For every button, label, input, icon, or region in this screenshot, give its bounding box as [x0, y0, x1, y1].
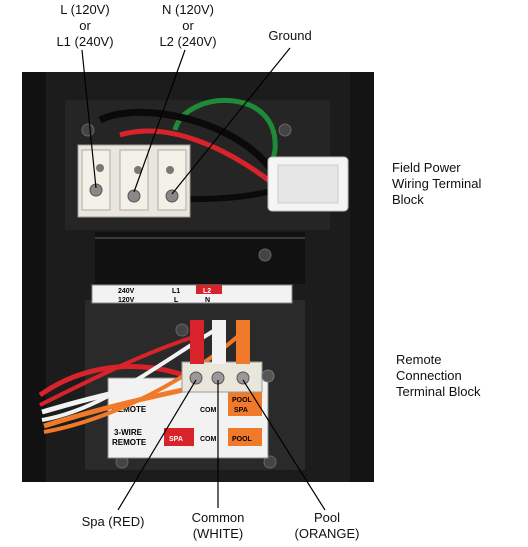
screw: [175, 323, 189, 337]
screw: [263, 455, 277, 469]
screw: [278, 123, 292, 137]
panel-pool-spa-2: SPA: [234, 407, 248, 414]
label-field-line3: Block: [392, 192, 424, 207]
screw: [258, 248, 272, 262]
panel-remote: REMOTE: [112, 405, 147, 414]
label-l-line2: or: [79, 18, 91, 33]
leader-line-n: [133, 49, 186, 193]
panel-3wire-2: REMOTE: [112, 438, 147, 447]
label-field-power: Field Power Wiring Terminal Block: [392, 160, 522, 208]
leader-line-l: [81, 49, 97, 189]
label-n: N (120V) or L2 (240V): [146, 2, 230, 50]
panel-l1: L1: [172, 288, 180, 295]
red-wire: [119, 128, 277, 187]
metal-shelf: [95, 232, 305, 284]
label-spa: Spa (RED): [68, 514, 158, 530]
enclosure-left-edge: [22, 72, 46, 482]
field-power-terminal-block: [77, 144, 191, 218]
label-ground: Ground: [258, 28, 322, 44]
panel-l2: L2: [203, 288, 211, 295]
red-remote-wire: [39, 333, 201, 407]
panel-240v: 240V: [118, 288, 135, 295]
black-wire: [98, 108, 278, 177]
panel-com2: COM: [200, 436, 217, 443]
label-field-line1: Field Power: [392, 160, 461, 175]
leader-line-spa: [117, 379, 197, 511]
panel-n: N: [205, 297, 210, 304]
label-remote-line3: Terminal Block: [396, 384, 481, 399]
label-pool-line2: (ORANGE): [294, 526, 360, 541]
label-l-line1: L (120V): [60, 2, 110, 17]
panel-l: L: [174, 297, 179, 304]
label-n-line2: or: [182, 18, 194, 33]
label-spa-text: Spa (RED): [81, 514, 145, 529]
leader-line-pool: [242, 379, 326, 511]
panel-spa: SPA: [169, 436, 183, 443]
label-field-line2: Wiring Terminal: [392, 176, 482, 191]
label-pool-line1: Pool: [313, 510, 341, 525]
label-n-line1: N (120V): [161, 2, 215, 17]
label-ground-text: Ground: [268, 28, 312, 43]
enclosure-right-edge: [350, 72, 374, 482]
screw: [81, 123, 95, 137]
panel-3wire-1: 3-WIRE: [114, 428, 143, 437]
label-remote-connection: Remote Connection Terminal Block: [396, 352, 524, 400]
label-pool: Pool (ORANGE): [284, 510, 370, 542]
panel-pool: POOL: [232, 436, 253, 443]
label-remote-line2: Connection: [396, 368, 462, 383]
panel-com: COM: [200, 407, 217, 414]
voltage-label-strip: 240V 120V L1 L2 L N: [91, 284, 293, 304]
leader-line-ground: [171, 47, 291, 195]
panel-120v: 120V: [118, 297, 135, 304]
label-n-line3: L2 (240V): [159, 34, 217, 49]
label-common: Common (WHITE): [178, 510, 258, 542]
label-l-line3: L1 (240V): [56, 34, 114, 49]
panel-pool-spa-1: POOL: [232, 397, 253, 404]
remote-terminal-block: [181, 320, 275, 393]
label-l: L (120V) or L1 (240V): [45, 2, 125, 50]
label-common-line1: Common: [191, 510, 245, 525]
label-common-line2: (WHITE): [192, 526, 244, 541]
label-remote-line1: Remote: [396, 352, 442, 367]
